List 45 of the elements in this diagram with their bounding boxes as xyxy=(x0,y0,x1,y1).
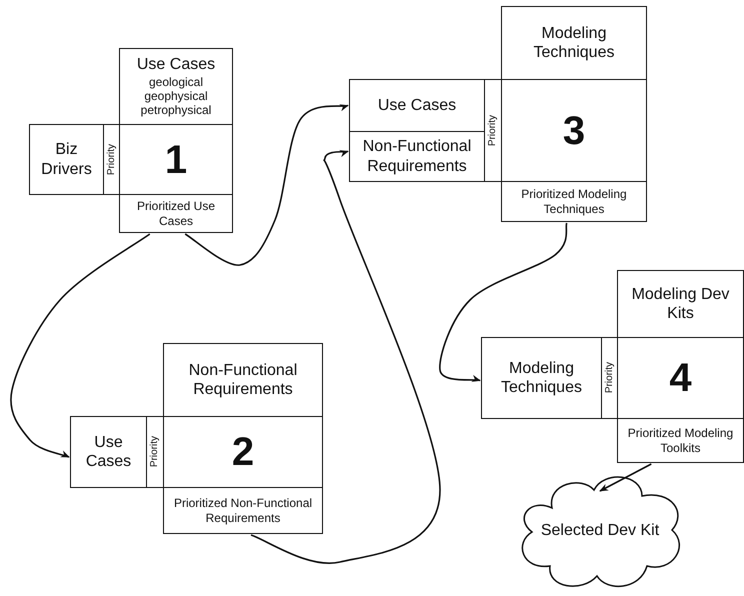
cell-label: Prioritized Use Cases xyxy=(136,199,216,228)
matrix-cell xyxy=(163,343,323,417)
matrix-number: 1 xyxy=(164,136,188,184)
matrix-cell xyxy=(617,418,744,463)
arrow xyxy=(10,233,150,458)
cell-label: Priority xyxy=(106,144,118,176)
matrix-number: 2 xyxy=(232,429,254,476)
matrix-cell xyxy=(119,194,233,233)
cell-label: Use Cases xyxy=(376,96,458,116)
matrix-number: 4 xyxy=(669,355,692,402)
matrix-cell xyxy=(481,337,602,419)
cell-label: Priority xyxy=(487,114,499,146)
cell-label: Use Cases xyxy=(84,432,132,472)
matrix-cell xyxy=(501,181,647,222)
matrix-cell xyxy=(501,6,647,80)
arrow xyxy=(439,222,568,383)
priority-column xyxy=(103,124,120,195)
cell-label: Prioritized Modeling Toolkits xyxy=(626,426,734,455)
cell-label: Modeling Techniques xyxy=(532,24,616,62)
arrow xyxy=(250,149,441,564)
cell-label: Prioritized Modeling Techniques xyxy=(520,187,628,216)
arrow xyxy=(599,463,652,492)
cell-label: Non-Functional Requirements xyxy=(188,360,298,400)
cell-label: Priority xyxy=(149,436,161,468)
cell-label: Selected Dev Kit xyxy=(540,521,660,541)
cell-label: Modeling Techniques xyxy=(500,358,583,398)
priority-column xyxy=(601,337,618,419)
matrix-cell xyxy=(349,131,485,182)
matrix-cell xyxy=(163,487,323,534)
cell-label: Biz Drivers xyxy=(40,140,93,179)
cell-label: Prioritized Non-Functional Requirements xyxy=(172,496,314,525)
cell-label: Use Cases xyxy=(136,55,216,74)
cell-label: Priority xyxy=(604,362,616,394)
matrix-cell xyxy=(349,79,485,132)
matrix-cell xyxy=(70,416,147,488)
cell-subtext: geological geophysical petrophysical xyxy=(140,74,212,118)
priority-column xyxy=(484,79,502,182)
matrix-cell xyxy=(617,270,744,338)
arrow xyxy=(184,103,349,266)
matrix-cell xyxy=(119,48,233,125)
matrix-cell xyxy=(29,124,104,195)
matrix-number: 3 xyxy=(562,108,586,154)
cell-label: Modeling Dev Kits xyxy=(630,284,730,324)
priority-column xyxy=(146,416,164,488)
cell-label: Non-Functional Requirements xyxy=(362,137,472,176)
